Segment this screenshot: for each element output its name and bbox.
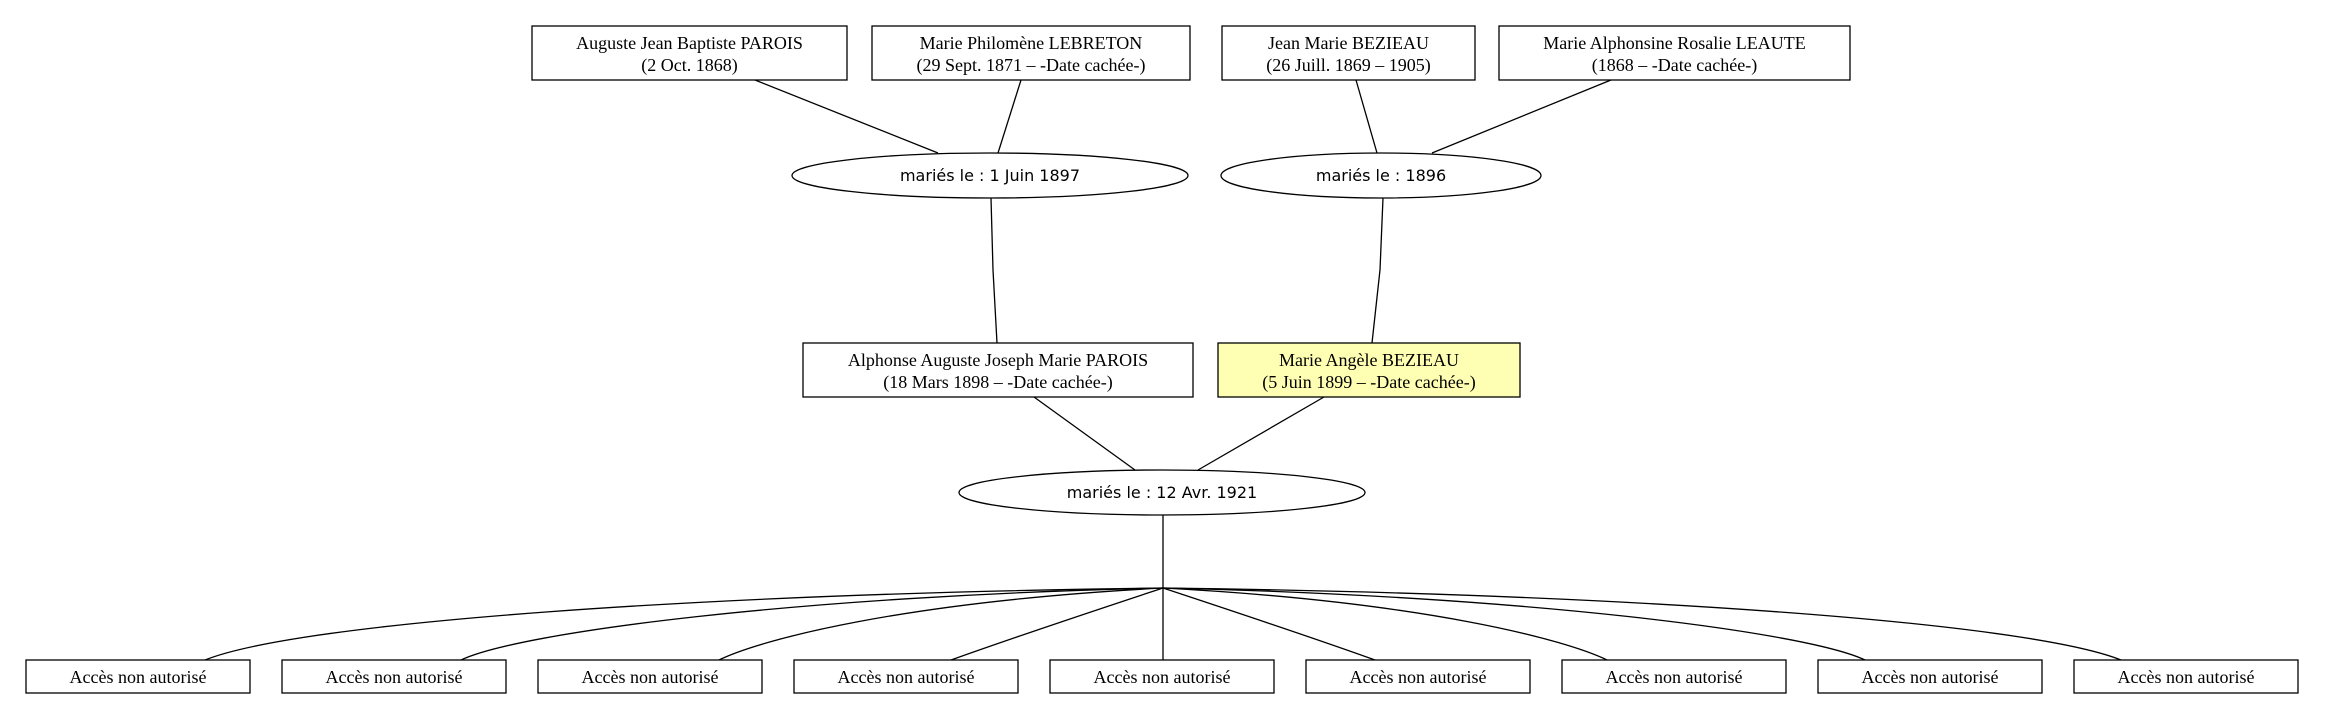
person-box-highlighted [1217,342,1521,398]
person-jean-marie[interactable]: Jean Marie BEZIEAU (26 Juill. 1869 – 190… [1221,25,1476,81]
union-label: mariés le : 1 Juin 1897 [900,166,1080,185]
person-alphonsine[interactable]: Marie Alphonsine Rosalie LEAUTE (1868 – … [1498,25,1851,81]
child-label: Accès non autorisé [1094,667,1231,687]
edge-hub-child-7 [1162,587,1608,661]
person-name: Marie Alphonsine Rosalie LEAUTE [1543,33,1805,53]
edge-auguste-union1 [754,79,939,154]
edge-hub-child-1 [204,587,1164,661]
child-box[interactable]: Accès non autorisé [537,659,763,694]
person-alphonse[interactable]: Alphonse Auguste Joseph Marie PAROIS (18… [802,342,1194,398]
edge-hub-child-2 [460,587,1164,661]
child-label: Accès non autorisé [582,667,719,687]
person-dates: (18 Mars 1898 – -Date cachée-) [883,372,1112,393]
union-label: mariés le : 12 Avr. 1921 [1067,483,1257,502]
child-box[interactable]: Accès non autorisé [25,659,251,694]
child-box[interactable]: Accès non autorisé [281,659,507,694]
person-name: Auguste Jean Baptiste PAROIS [576,33,803,53]
person-name: Alphonse Auguste Joseph Marie PAROIS [848,350,1148,370]
person-box [802,342,1194,398]
person-name: Marie Angèle BEZIEAU [1279,350,1459,370]
person-box [1498,25,1851,81]
person-auguste[interactable]: Auguste Jean Baptiste PAROIS (2 Oct. 186… [531,25,848,81]
edge-hub-child-4 [950,587,1164,661]
child-label: Accès non autorisé [1350,667,1487,687]
person-dates: (2 Oct. 1868) [641,55,737,76]
person-dates: (26 Juill. 1869 – 1905) [1266,55,1431,76]
person-dates: (5 Juin 1899 – -Date cachée-) [1262,372,1475,393]
child-box[interactable]: Accès non autorisé [793,659,1019,694]
edge-philomene-union1 [997,79,1022,154]
edge-jeanmarie-union2 [1355,79,1378,154]
union-bezieau-leaute[interactable]: mariés le : 1896 [1220,152,1542,199]
union-parois-lebreton[interactable]: mariés le : 1 Juin 1897 [791,152,1189,199]
edge-alphonsine-union2 [1431,79,1612,154]
child-box[interactable]: Accès non autorisé [1561,659,1787,694]
edge-angele-union3 [1197,396,1325,471]
edge-hub-child-9 [1162,587,2122,661]
child-box[interactable]: Accès non autorisé [1305,659,1531,694]
children-row: Accès non autorisé Accès non autorisé Ac… [25,659,2299,694]
union-parois-bezieau[interactable]: mariés le : 12 Avr. 1921 [958,469,1366,516]
person-box [1221,25,1476,81]
child-label: Accès non autorisé [1606,667,1743,687]
edge-hub-child-3 [718,587,1164,661]
edge-hub-child-6 [1162,587,1376,661]
union-ellipse [791,152,1189,199]
child-label: Accès non autorisé [70,667,207,687]
edge-alphonse-union3 [1033,396,1136,471]
child-box[interactable]: Accès non autorisé [1817,659,2043,694]
person-box [531,25,848,81]
tree-edges [204,79,2122,661]
union-ellipse [1220,152,1542,199]
child-box[interactable]: Accès non autorisé [1049,659,1275,694]
edge-union1-alphonse [990,197,998,344]
child-label: Accès non autorisé [1862,667,1999,687]
person-philomene[interactable]: Marie Philomène LEBRETON (29 Sept. 1871 … [871,25,1191,81]
person-name: Marie Philomène LEBRETON [920,33,1143,53]
union-label: mariés le : 1896 [1316,166,1446,185]
person-dates: (1868 – -Date cachée-) [1592,55,1757,76]
union-ellipse [958,469,1366,516]
person-name: Jean Marie BEZIEAU [1268,33,1429,53]
edge-union2-angele [1371,197,1384,344]
child-label: Accès non autorisé [838,667,975,687]
person-box [871,25,1191,81]
child-box[interactable]: Accès non autorisé [2073,659,2299,694]
child-label: Accès non autorisé [326,667,463,687]
person-dates: (29 Sept. 1871 – -Date cachée-) [917,55,1146,76]
child-label: Accès non autorisé [2118,667,2255,687]
edge-hub-child-8 [1162,587,1866,661]
person-angele[interactable]: Marie Angèle BEZIEAU (5 Juin 1899 – -Dat… [1217,342,1521,398]
